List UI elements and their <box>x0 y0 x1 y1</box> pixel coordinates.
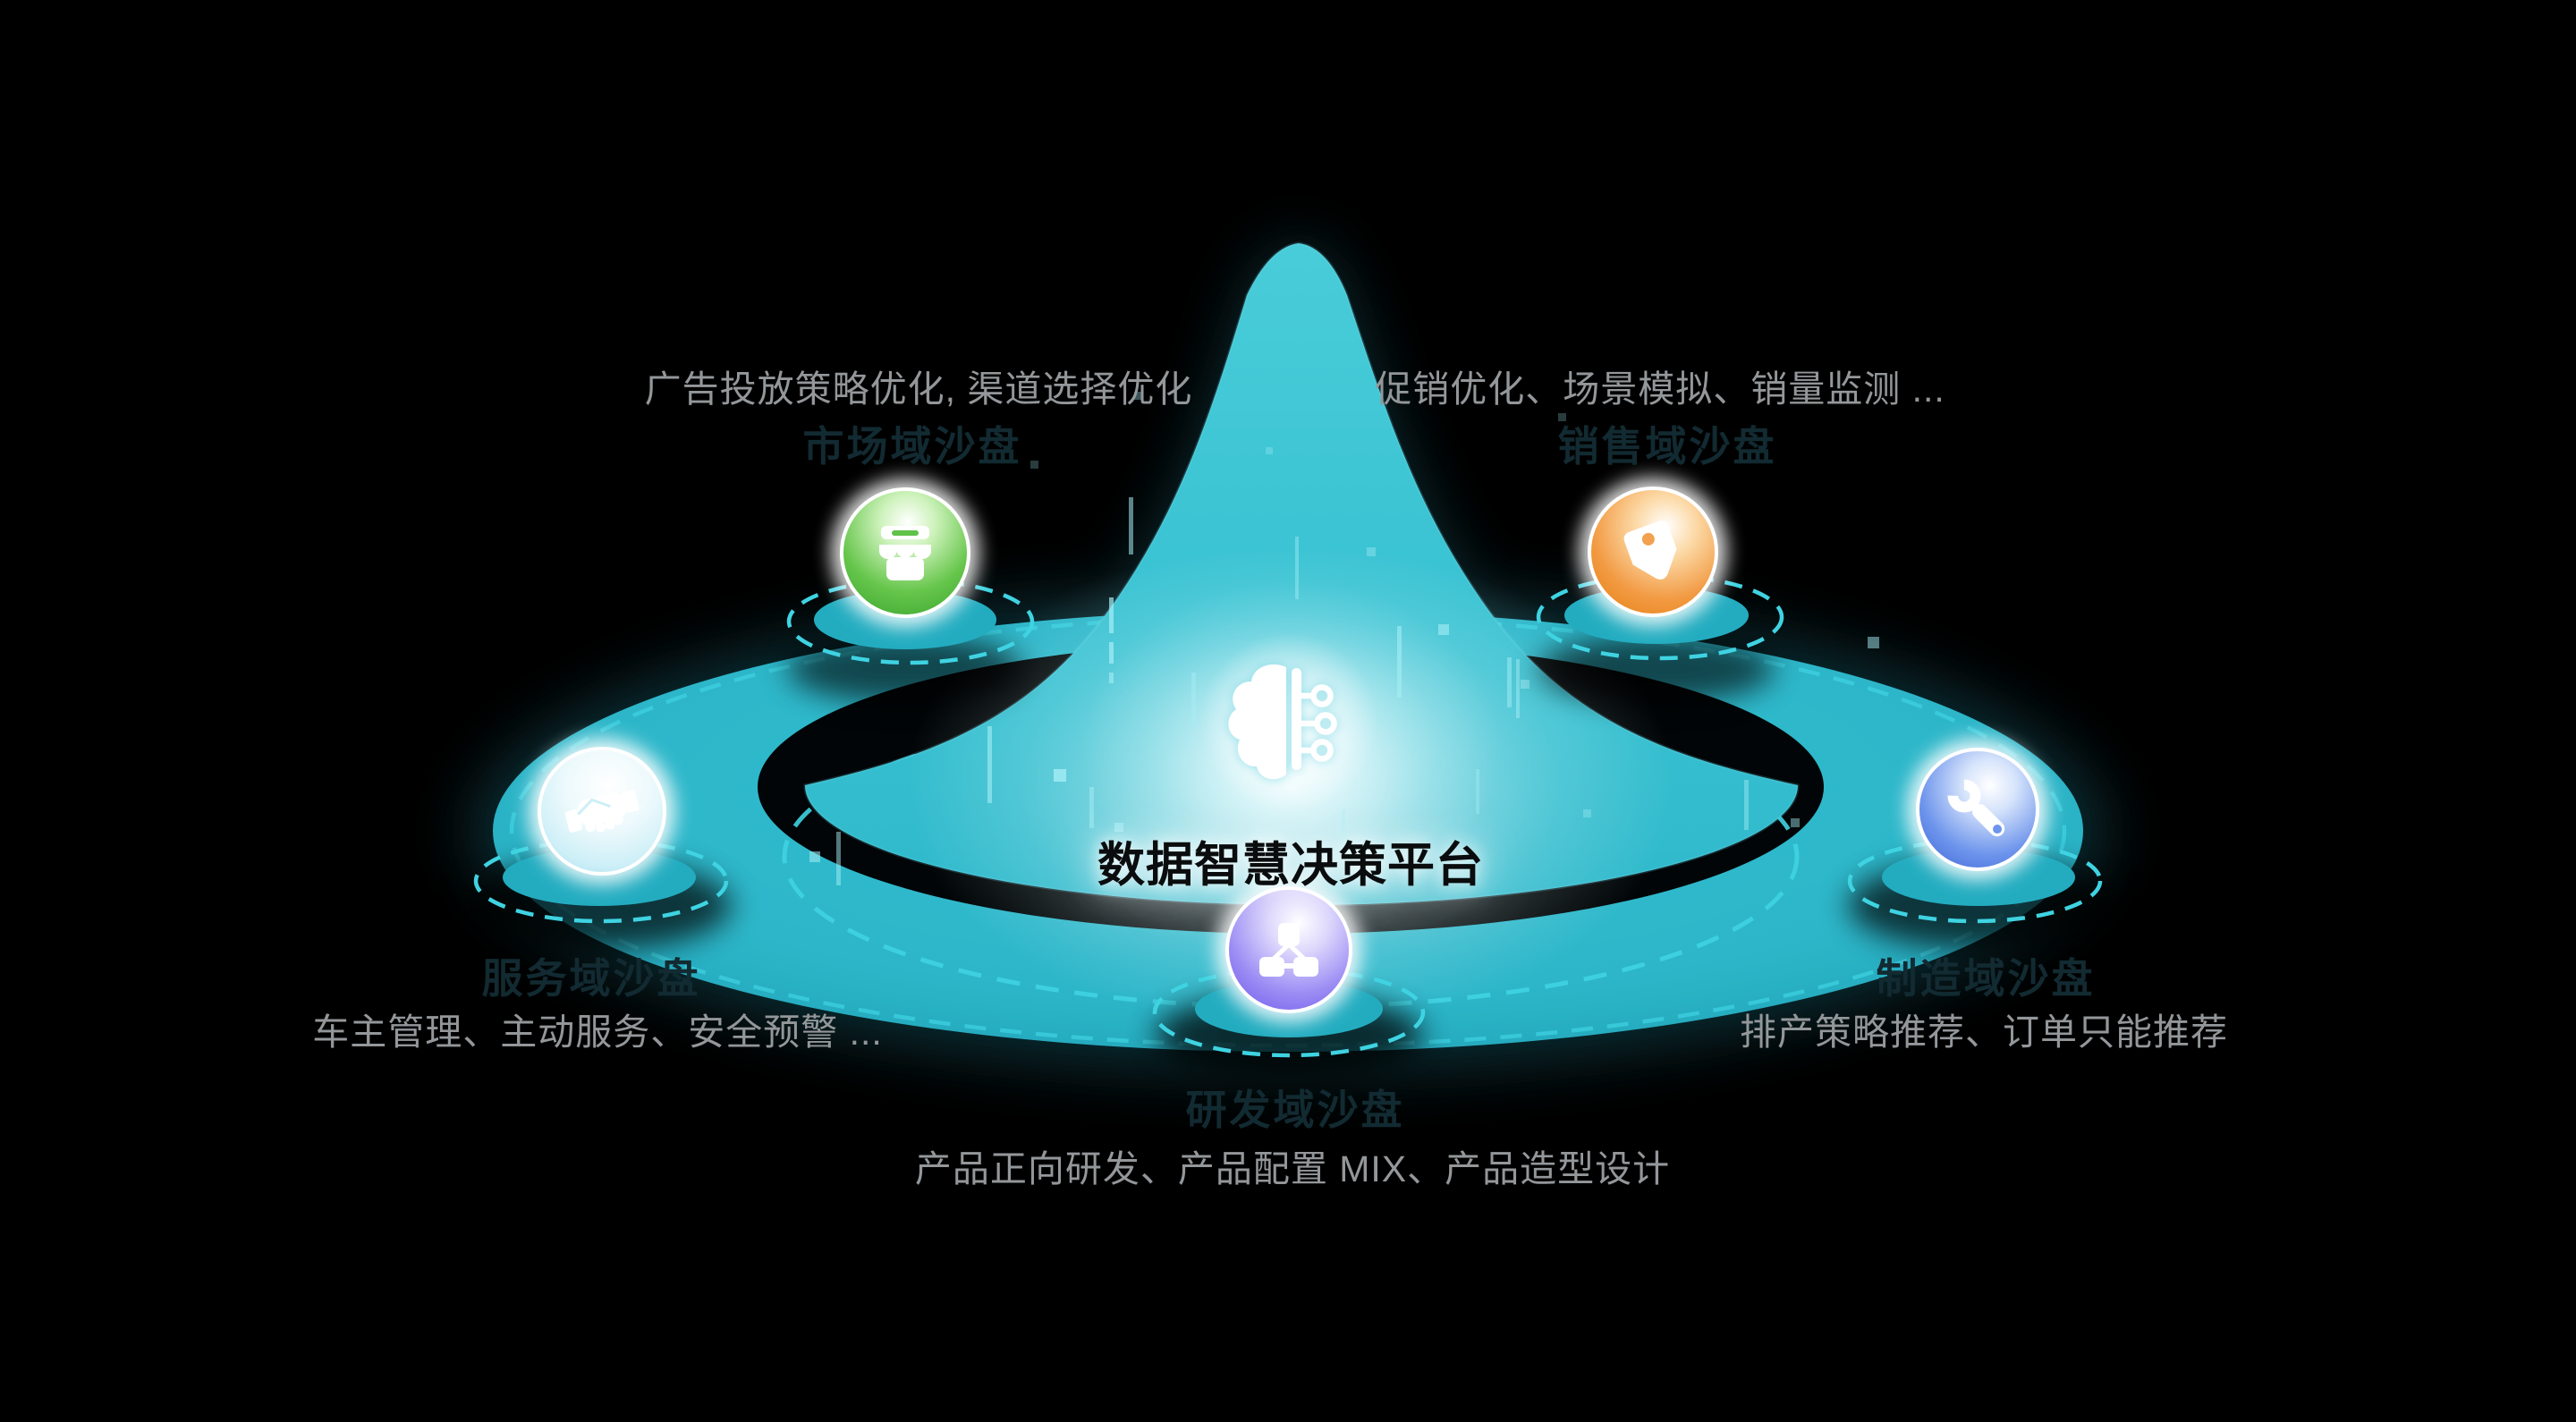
sales-domain-label: 销售域沙盘 <box>1557 423 1777 470</box>
storefront-icon <box>879 526 931 580</box>
wrench-icon <box>1947 779 2005 837</box>
service-domain-label: 服务域沙盘 <box>481 955 701 1002</box>
rnd-domain-label: 研发域沙盘 <box>1185 1087 1405 1133</box>
sales-node <box>1536 478 1784 703</box>
rnd-description: 产品正向研发、产品配置 MIX、产品造型设计 <box>914 1148 1671 1189</box>
handshake-icon <box>564 790 640 833</box>
service-node <box>463 738 732 950</box>
rnd-node <box>1152 877 1426 1077</box>
manufacturing-description: 排产策略推荐、订单只能推荐 <box>1740 1011 2228 1053</box>
sales-description: 促销优化、场景模拟、销量监测 ... <box>1375 368 1945 410</box>
platform-title: 数据智慧决策平台 <box>1097 839 1484 892</box>
service-description: 车主管理、主动服务、安全预警 ... <box>312 1011 883 1053</box>
market-domain-label: 市场域沙盘 <box>802 423 1022 470</box>
market-node <box>786 478 1035 703</box>
org-chart-icon <box>1259 923 1318 977</box>
manufacturing-domain-label: 制造域沙盘 <box>1876 955 2096 1002</box>
manufacturing-node <box>1847 739 2116 950</box>
market-description: 广告投放策略优化, 渠道选择优化 <box>644 368 1193 410</box>
brain-circuit-icon <box>1199 633 1378 812</box>
price-tag-icon <box>1623 521 1677 580</box>
glitch-marks <box>809 392 1879 885</box>
